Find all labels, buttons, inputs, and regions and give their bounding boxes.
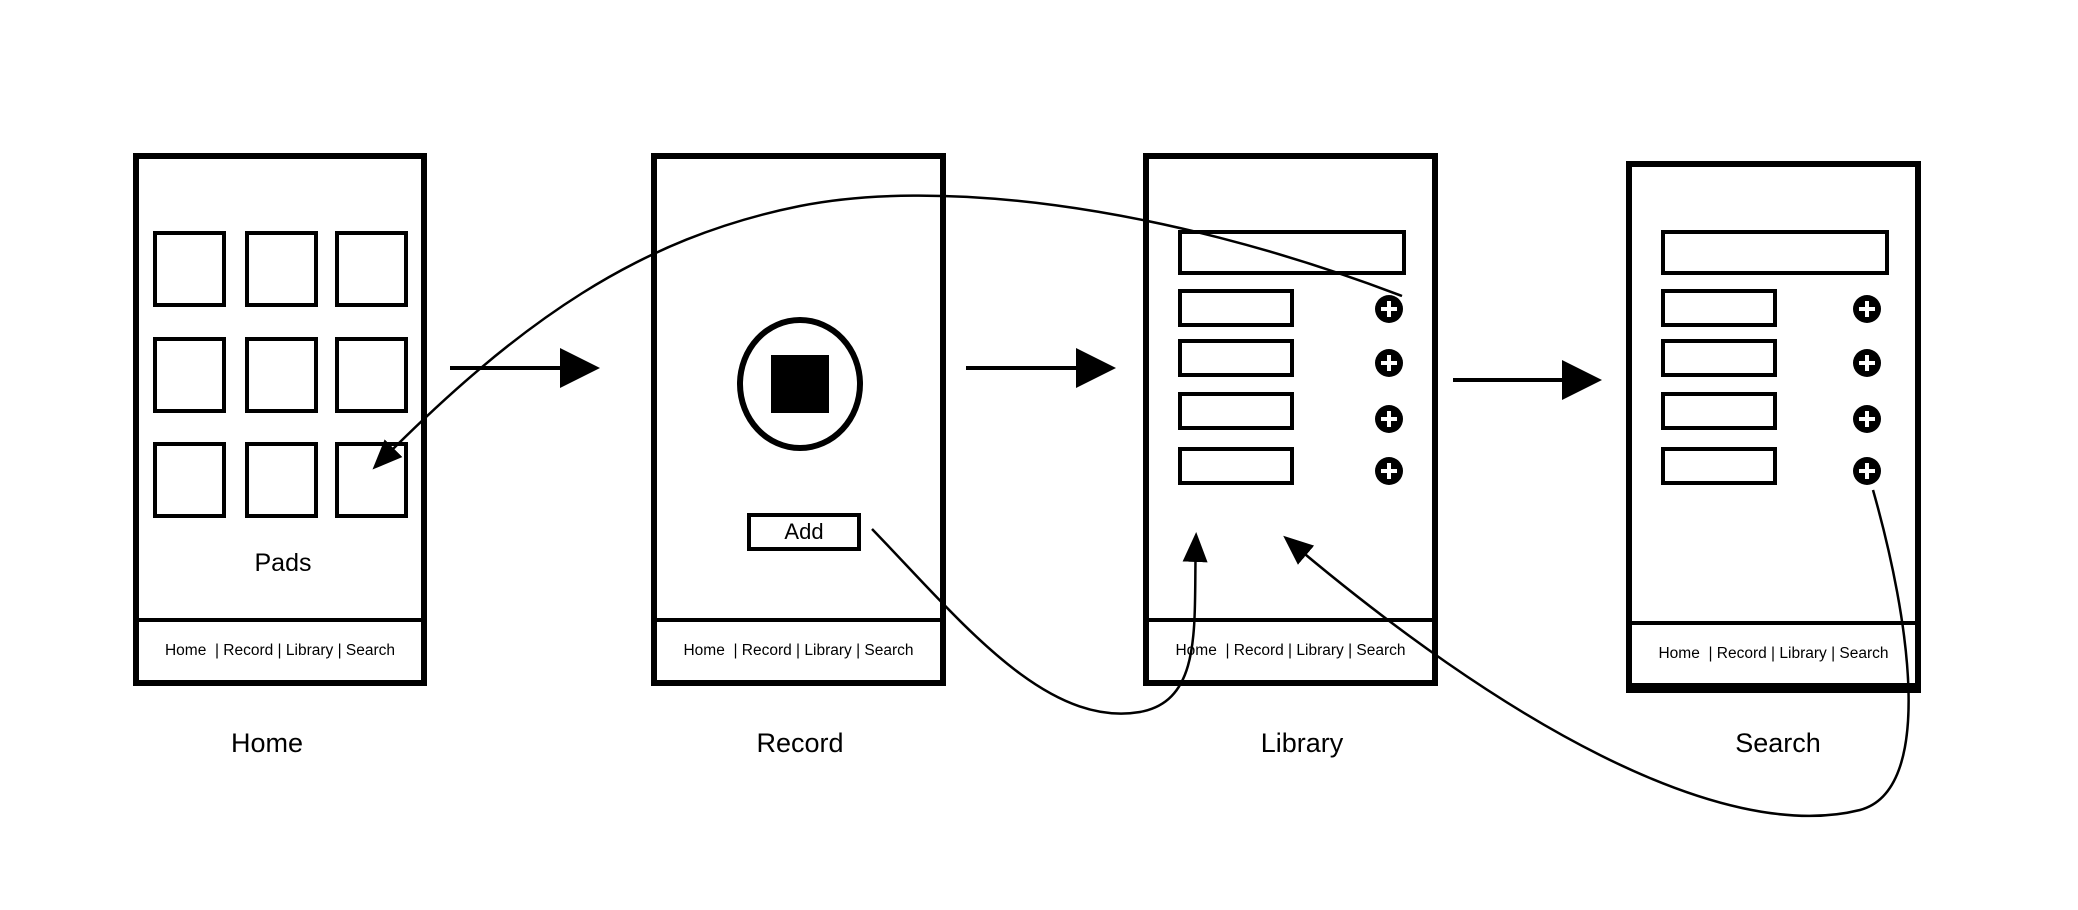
search-result-row-3[interactable] (1661, 392, 1777, 430)
record-screen-caption: Record (756, 728, 844, 758)
stop-record-icon (771, 355, 829, 413)
home-screen-caption: Home (230, 728, 304, 758)
record-button[interactable] (737, 317, 863, 451)
pad-8[interactable] (245, 442, 318, 518)
pad-4[interactable] (153, 337, 226, 413)
nav-bar[interactable]: Home | Record | Library | Search (139, 618, 421, 680)
library-row-2[interactable] (1178, 339, 1294, 377)
pads-label: Pads (254, 549, 312, 577)
pad-6[interactable] (335, 337, 408, 413)
library-row-3[interactable] (1178, 392, 1294, 430)
pad-3[interactable] (335, 231, 408, 307)
nav-bar[interactable]: Home | Record | Library | Search (1149, 618, 1432, 680)
search-input[interactable] (1661, 230, 1889, 275)
pad-1[interactable] (153, 231, 226, 307)
search-screen-frame: Home | Record | Library | Search (1626, 161, 1921, 693)
nav-bar[interactable]: Home | Record | Library | Search (657, 618, 940, 680)
search-result-row-2[interactable] (1661, 339, 1777, 377)
pad-9[interactable] (335, 442, 408, 518)
pad-7[interactable] (153, 442, 226, 518)
add-circle-icon[interactable] (1375, 349, 1403, 377)
search-result-row-4[interactable] (1661, 447, 1777, 485)
library-header-bar (1178, 230, 1406, 275)
nav-bar[interactable]: Home | Record | Library | Search (1632, 621, 1915, 683)
search-result-row-1[interactable] (1661, 289, 1777, 327)
pad-2[interactable] (245, 231, 318, 307)
home-screen-frame: Pads Home | Record | Library | Search (133, 153, 427, 686)
library-row-1[interactable] (1178, 289, 1294, 327)
add-button[interactable]: Add (747, 513, 861, 551)
library-row-4[interactable] (1178, 447, 1294, 485)
add-circle-icon[interactable] (1375, 295, 1403, 323)
search-screen-caption: Search (1735, 728, 1821, 758)
pad-5[interactable] (245, 337, 318, 413)
add-circle-icon[interactable] (1853, 295, 1881, 323)
record-screen-frame: Add Home | Record | Library | Search (651, 153, 946, 686)
add-circle-icon[interactable] (1853, 349, 1881, 377)
add-circle-icon[interactable] (1853, 405, 1881, 433)
add-circle-icon[interactable] (1853, 457, 1881, 485)
add-circle-icon[interactable] (1375, 457, 1403, 485)
library-screen-frame: Home | Record | Library | Search (1143, 153, 1438, 686)
library-screen-caption: Library (1260, 728, 1344, 758)
add-circle-icon[interactable] (1375, 405, 1403, 433)
